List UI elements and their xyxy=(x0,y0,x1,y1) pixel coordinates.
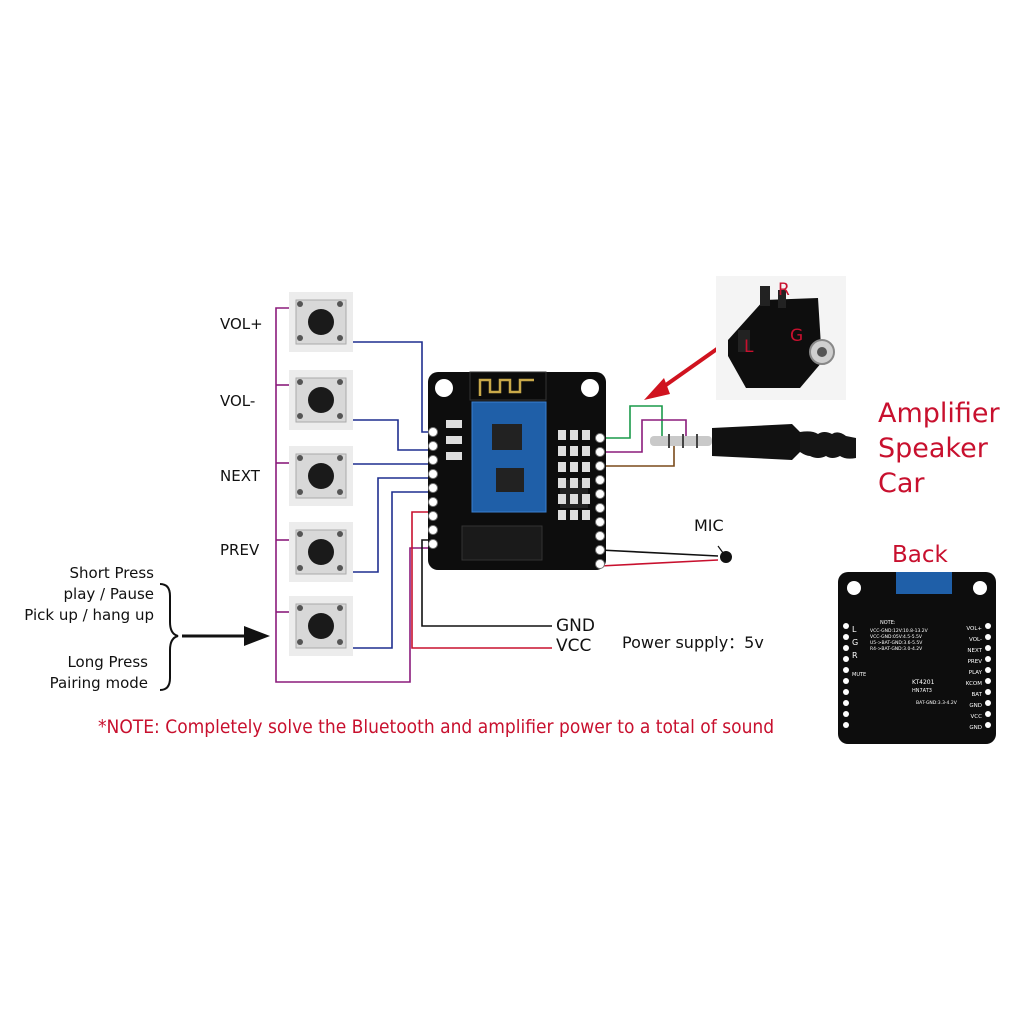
back-title: Back xyxy=(892,542,948,568)
power-supply-label: Power supply：5v xyxy=(622,633,764,652)
short-press-label: Short Press xyxy=(69,564,155,582)
back-right-pin-label: GND xyxy=(969,703,982,709)
back-note-line: U5->BAT-GND:3.6-5.5V xyxy=(870,640,923,646)
button-common-wire xyxy=(275,307,430,683)
back-note-line: R4->BAT-GND:3.0-4.2V xyxy=(870,646,923,652)
output-car-label: Car xyxy=(878,468,925,499)
curly-brace xyxy=(159,583,179,691)
button-label-volminus: VOL- xyxy=(220,392,256,410)
back-note-line: VCC-GND:12V:10.8-13.2V xyxy=(870,628,929,634)
footer-note: *NOTE: Completely solve the Bluetooth an… xyxy=(98,716,775,738)
vcc-wire xyxy=(411,511,552,649)
push-button-prev xyxy=(289,522,353,582)
volminus-wire xyxy=(342,419,432,451)
play-wire xyxy=(342,491,432,649)
long-press-label: Long Press xyxy=(67,653,148,671)
back-note-title: NOTE: xyxy=(880,620,896,626)
play-pause-label: play / Pause xyxy=(63,585,154,603)
mic-wire-red xyxy=(599,559,719,567)
audio-plug xyxy=(650,424,856,460)
back-right-pin-label: PLAY xyxy=(969,670,983,676)
back-right-pin-label: PREV xyxy=(968,659,983,665)
pickup-label: Pick up / hang up xyxy=(24,606,154,624)
back-bat-note: BAT-GND:3.3-4.2V xyxy=(916,700,958,706)
back-left-pin-label: R xyxy=(852,651,858,660)
back-right-pin-label: VCC xyxy=(971,714,983,720)
jack-r-label: R xyxy=(778,280,790,300)
button-label-volplus: VOL+ xyxy=(220,315,263,333)
back-left-pin-label: G xyxy=(852,638,858,647)
back-board: LGR VOL+ VOL- NEXT PREV PLAY KCOM BAT GND VCC GND N… xyxy=(838,572,996,744)
main-board xyxy=(428,371,606,570)
back-chip2-label: HN7AT3 xyxy=(912,688,932,694)
back-right-pin-label: VOL+ xyxy=(966,626,982,632)
jack-g-label: G xyxy=(790,326,804,346)
jack-arrow-head xyxy=(644,378,670,400)
output-speaker-label: Speaker xyxy=(878,433,988,464)
push-button-volplus xyxy=(289,292,353,352)
back-right-pin-label: KCOM xyxy=(966,681,982,687)
mic-label: MIC xyxy=(694,516,724,535)
audio-wire-purple xyxy=(600,419,687,453)
back-left-pin-label: L xyxy=(852,625,857,634)
prev-wire xyxy=(342,477,432,573)
pairing-label: Pairing mode xyxy=(49,674,148,692)
back-right-pin-label: NEXT xyxy=(967,648,982,654)
gnd-label: GND xyxy=(556,616,595,636)
audio-jack-photo xyxy=(716,276,846,400)
jack-l-label: L xyxy=(744,337,754,357)
button-label-prev: PREV xyxy=(220,541,260,559)
output-amplifier-label: Amplifier xyxy=(878,398,1000,429)
gnd-wire xyxy=(421,539,552,627)
press-arrow-head xyxy=(244,626,270,646)
audio-wire-brown xyxy=(600,444,675,467)
mic-wire-black xyxy=(599,549,719,557)
vcc-label: VCC xyxy=(556,636,592,656)
audio-wire-green xyxy=(600,405,663,440)
jack-arrow-line xyxy=(654,342,726,394)
button-label-next: NEXT xyxy=(220,467,260,485)
back-right-pin-label: VOL- xyxy=(969,637,982,643)
back-right-pin-label: GND xyxy=(969,725,982,731)
back-right-pin-label: BAT xyxy=(972,692,983,698)
back-chip-label: KT4201 xyxy=(912,679,935,686)
push-button-next xyxy=(289,446,353,506)
back-note-line: VCC-GND:05V:4.5-5.5V xyxy=(870,634,923,640)
back-mute-label: MUTE xyxy=(852,672,866,678)
push-button-play xyxy=(289,596,353,656)
volplus-wire xyxy=(342,341,432,433)
push-button-volminus xyxy=(289,370,353,430)
mic-lead xyxy=(717,545,727,558)
